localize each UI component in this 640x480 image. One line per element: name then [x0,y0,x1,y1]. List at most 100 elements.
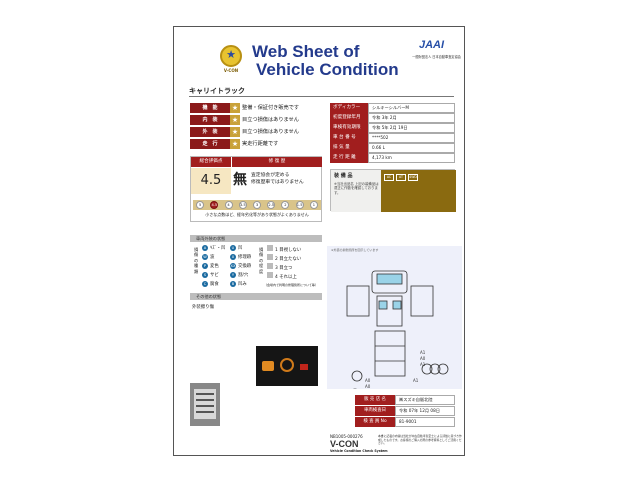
equipment-chip: AT [396,174,406,181]
warning-light [300,364,308,370]
label-line [196,399,214,401]
legend-swatch [267,263,273,269]
vehicle-name: キャリイトラック [189,87,245,95]
feature-text: 目立つ損傷はありません [242,117,299,123]
equipment-box: 装 備 品 ※当社出品名 上記の装備品は適正に作動を確認しております。 AC A… [330,169,456,212]
legend-text: 目立たない [279,257,302,262]
legend-text: 交換跡 [238,264,252,269]
legend-text: 波 [210,255,215,260]
legend-text: 変色 [210,264,219,269]
legend-type-title: 損傷の種類 [194,247,199,274]
scale-dot: 3 [253,201,261,209]
spec-row-color: ボディカラーシルキーシルバーM [330,103,455,113]
wheel [421,363,433,375]
left-side-outline [346,285,370,317]
truck-diagram-svg: A1 A0 A1 A0 A0 A1 [346,270,449,400]
legend-text: 凹み [238,282,247,287]
scale-dot: 4 [224,201,233,209]
repair-history-mark: 無 [233,172,247,188]
label-line [196,405,214,407]
spec-value: 4,173 km [368,153,455,163]
label-line [196,393,214,395]
scale-dot: 2.5 [267,201,276,209]
feature-text: 目立つ損傷はありません [242,129,299,135]
page-title: Web Sheet of Vehicle Condition [252,43,399,79]
footer-system-name: Vehicle Condition Check System [330,449,388,453]
sales-value: 令和 07年 12月 08日 [395,406,455,416]
wheel [437,363,449,375]
document-code: NB1005-000276 [330,434,363,439]
divider [189,96,454,97]
legend-text: 目視しない [279,248,302,253]
sales-key: 車両検査日 [355,406,395,416]
cab-front-outline [371,270,408,294]
other-condition-text: 外装擦り傷 [192,305,214,310]
wheel [429,363,441,375]
spec-row-first-registration: 初度登録年月令和 3年 2月 [330,113,455,123]
evaluation-box: 総合評価点 修 復 歴 4.5 無 査定協会が定める 修復歴車ではありません 5… [190,156,322,222]
vcon-medal-logo: ★ [220,45,242,67]
damage-code: A0 [420,356,426,361]
equipment-note: ※当社出品名 上記の装備品は適正に作動を確認しております。 [334,182,379,195]
spec-value: 令和 5年 2月 19日 [368,123,455,133]
repair-desc-line-1: 査定協会が定める [251,173,290,178]
legend-degree-code: 1 [275,248,278,253]
overall-score: 4.5 [191,168,231,194]
feature-row-mileage: 走 行 ★ 実走行距離です [190,139,322,149]
sales-key: 販 売 店 名 [355,395,395,405]
legend-code-icon: XX [230,263,236,269]
legend-text: 腐食 [210,282,219,287]
section-condition-header: 車両外装の状態 [190,235,322,242]
damage-code: A1 [413,378,419,383]
feature-label: 内 装 [190,115,230,125]
legend-code-icon: W [202,254,208,260]
legend-degree-title: 損傷の程度 [259,247,264,274]
legend-code-icon: S [202,272,208,278]
spec-key: 走 行 距 離 [330,153,368,163]
damage-code: A0 [365,378,371,383]
legend-code-icon: Y [230,272,236,278]
legend-text: 凹 [238,246,243,251]
repair-desc-line-2: 修復歴車ではありません [251,180,304,185]
legend-code-icon: U [230,245,236,251]
diagram-note: ※外装の損傷箇所を図示しています [331,248,379,252]
legend-text: 目立つ [279,266,293,271]
legend-degree-item: 3 目立つ [267,263,292,272]
scale-dot: 1.5 [295,201,304,209]
scale-dot: 5 [196,201,205,209]
spec-value: 0.66 L [368,143,455,153]
side-window [392,300,402,310]
spec-key: ボディカラー [330,103,368,113]
feature-label: 走 行 [190,139,230,149]
legend-code-icon: B [230,281,236,287]
star-icon: ★ [230,127,240,137]
label-plate [194,389,216,419]
sales-value: ㈱スズキ自販北陸 [395,395,455,405]
legend-code-icon: X [230,254,236,260]
meter-light [262,361,274,371]
legend-degree-item: 2 目立たない [267,254,301,263]
legend-text: サビ [210,273,219,278]
scale-dot: 4.5 [210,201,219,209]
equipment-chip: AC [384,174,394,181]
legend-code-icon: C [202,281,208,287]
equipment-header: 装 備 品 ※当社出品名 上記の装備品は適正に作動を確認しております。 [331,170,381,212]
scale-dot: 2 [281,201,290,209]
feature-row-function: 機 能 ★ 整備・保証付き販売です [190,103,322,113]
star-icon: ★ [226,48,236,61]
legend-code-icon: A [202,245,208,251]
vehicle-condition-sheet: ★ V-CON Web Sheet of Vehicle Condition J… [173,26,465,456]
repair-description: 査定協会が定める 修復歴車ではありません [251,172,304,186]
legend-degree-item: 4 それ以上 [267,272,297,281]
